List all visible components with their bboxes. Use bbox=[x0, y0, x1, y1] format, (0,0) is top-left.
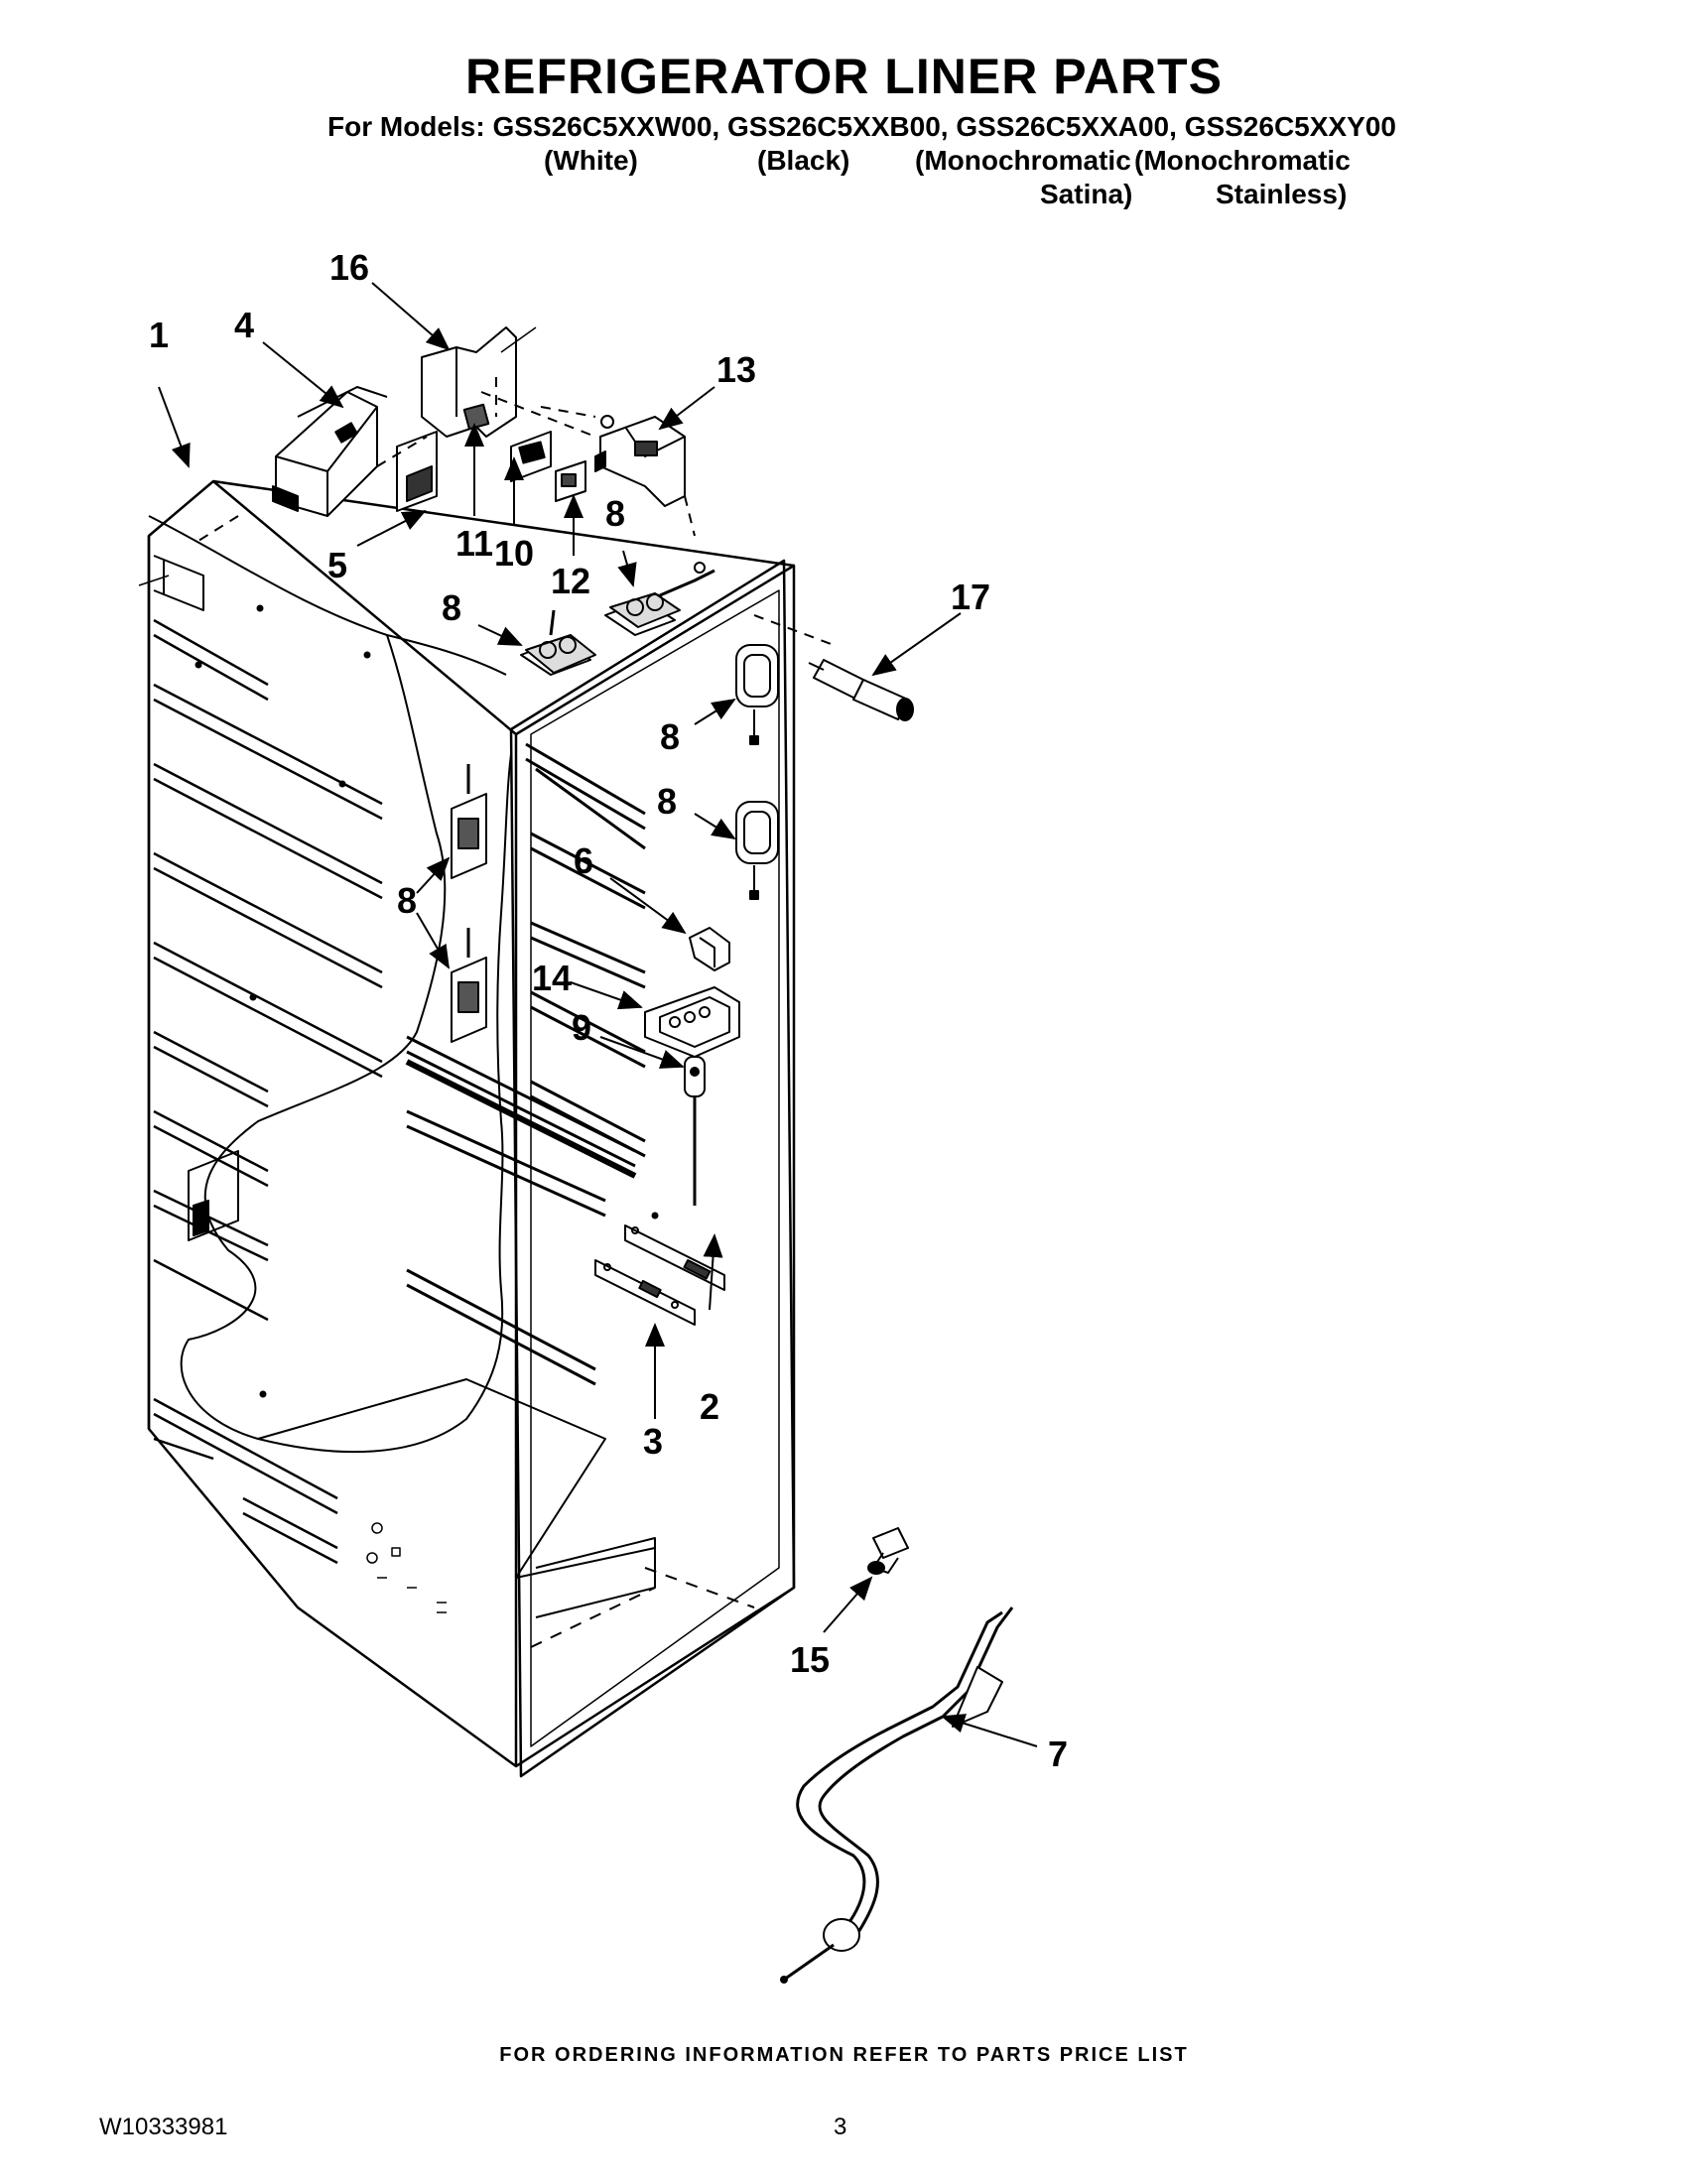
callout-16: 16 bbox=[329, 247, 369, 288]
variant-black: (Black) bbox=[757, 145, 850, 176]
variant-white: (White) bbox=[544, 145, 638, 176]
part-8-light-socket-left-upper bbox=[451, 764, 487, 879]
arrow-17 bbox=[871, 612, 962, 677]
part-8-light-housing-right-upper bbox=[735, 644, 779, 745]
arrow-5 bbox=[356, 510, 427, 547]
part-9-thermistor bbox=[684, 1056, 706, 1206]
part-13-damper-assembly bbox=[594, 415, 686, 507]
ordering-info-note: FOR ORDERING INFORMATION REFER TO PARTS … bbox=[499, 2044, 1189, 2066]
callout-1: 1 bbox=[149, 315, 169, 355]
callout-10: 10 bbox=[494, 533, 534, 574]
part-7-water-tube bbox=[780, 1606, 1014, 1984]
part-3-rail-plate bbox=[594, 1259, 696, 1326]
part-8-light-socket-top-left bbox=[520, 609, 596, 676]
callout-17: 17 bbox=[951, 577, 990, 617]
part-17-filter bbox=[808, 659, 914, 721]
variant-mono-stainless-line2: Stainless) bbox=[1216, 179, 1348, 209]
part-8-light-housing-right-lower bbox=[735, 801, 779, 900]
part-14-control-housing bbox=[644, 986, 740, 1058]
liner-hole-dots bbox=[195, 604, 659, 1398]
part-16-air-duct bbox=[421, 326, 537, 438]
document-number: W10333981 bbox=[99, 2114, 228, 2140]
arrow-8b bbox=[617, 550, 637, 587]
part-11-connector-a bbox=[462, 403, 490, 431]
part-10-bracket bbox=[510, 431, 552, 482]
arrow-13 bbox=[658, 386, 715, 431]
arrow-1 bbox=[158, 386, 191, 468]
variant-mono-stainless-line1: (Monochromatic bbox=[1134, 145, 1351, 176]
callout-6: 6 bbox=[574, 840, 593, 881]
liner-front-opening bbox=[509, 559, 796, 1778]
callout-labels: 1 2 3 4 5 6 7 8 8 8 8 8 9 10 11 12 13 14… bbox=[149, 247, 1068, 1774]
callout-8-right-upper: 8 bbox=[660, 716, 680, 757]
liner-outer-shell bbox=[147, 479, 796, 1768]
arrow-6 bbox=[609, 877, 687, 935]
part-12-small-plate bbox=[555, 460, 586, 502]
callout-5: 5 bbox=[327, 545, 347, 585]
callout-13: 13 bbox=[716, 349, 756, 390]
callout-4: 4 bbox=[234, 305, 254, 345]
callout-12: 12 bbox=[551, 561, 590, 601]
arrow-8c bbox=[694, 698, 736, 725]
liner-back-bottom-features bbox=[366, 1522, 447, 1613]
callout-7: 7 bbox=[1048, 1734, 1068, 1774]
callout-8-left: 8 bbox=[397, 880, 417, 921]
callout-arrows bbox=[158, 282, 1038, 1747]
callout-3: 3 bbox=[643, 1421, 663, 1462]
arrow-8a bbox=[477, 624, 523, 646]
callout-14: 14 bbox=[532, 958, 572, 998]
callout-11: 11 bbox=[455, 523, 493, 564]
callout-8-top-right: 8 bbox=[605, 493, 625, 534]
page-number: 3 bbox=[834, 2114, 847, 2140]
arrow-15 bbox=[823, 1576, 873, 1633]
part-4-vent-cover bbox=[272, 386, 388, 517]
assembly-guide-lines bbox=[197, 377, 835, 646]
callout-15: 15 bbox=[790, 1639, 830, 1680]
callout-9: 9 bbox=[572, 1007, 591, 1048]
liner-drawing bbox=[138, 326, 1014, 1984]
liner-right-wall-rails bbox=[525, 742, 646, 1158]
variant-mono-satina-line2: Satina) bbox=[1040, 179, 1133, 209]
page-title: REFRIGERATOR LINER PARTS bbox=[465, 49, 1223, 104]
arrow-16 bbox=[371, 282, 451, 351]
arrow-7 bbox=[941, 1714, 1038, 1747]
part-6-clip bbox=[689, 927, 730, 971]
arrow-4 bbox=[262, 341, 344, 409]
arrow-14 bbox=[570, 981, 643, 1010]
models-line: For Models: GSS26C5XXW00, GSS26C5XXB00, … bbox=[327, 111, 1396, 142]
liner-floor bbox=[257, 1378, 755, 1648]
liner-cutaway-edge bbox=[148, 515, 512, 1454]
callout-2: 2 bbox=[700, 1386, 719, 1427]
part-8-light-socket-top-right bbox=[604, 562, 715, 636]
part-15-filter-cap bbox=[867, 1527, 909, 1575]
part-5-side-bracket bbox=[396, 431, 438, 512]
liner-back-wall-rails bbox=[405, 1035, 637, 1386]
arrow-8f bbox=[416, 912, 451, 969]
arrow-8e bbox=[416, 856, 451, 894]
part-8-light-socket-left-lower bbox=[451, 928, 487, 1043]
callout-8-top-left: 8 bbox=[442, 587, 461, 628]
arrow-8d bbox=[694, 813, 736, 840]
variant-mono-satina-line1: (Monochromatic bbox=[915, 145, 1131, 176]
part-2-rail-plate bbox=[624, 1224, 725, 1291]
liner-hinge-pocket bbox=[188, 1150, 239, 1241]
arrow-9 bbox=[599, 1036, 685, 1069]
arrow-2 bbox=[703, 1233, 723, 1311]
liner-left-wall-cutout bbox=[138, 555, 204, 611]
callout-8-right-lower: 8 bbox=[657, 781, 677, 822]
